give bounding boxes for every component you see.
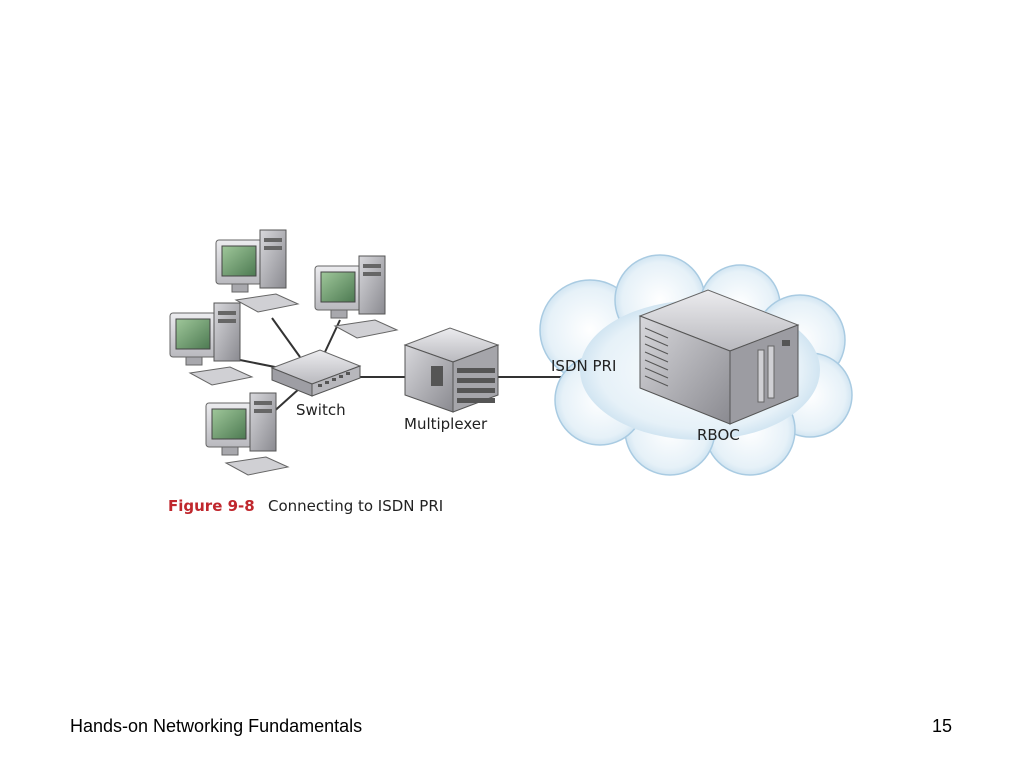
multiplexer-label: Multiplexer [404,415,488,433]
footer-title: Hands-on Networking Fundamentals [70,716,363,736]
rboc-server-icon [638,289,800,425]
multiplexer-icon [403,327,500,413]
figure-number: Figure 9-8 [168,497,255,515]
rboc-label: RBOC [697,426,740,444]
isdn-pri-label: ISDN PRI [551,357,616,375]
workstation-icon [215,229,300,313]
page-number: 15 [932,716,953,736]
switch-icon [270,349,362,397]
switch-label: Switch [296,401,346,419]
workstation-icon [169,302,254,386]
workstation-icon [314,255,399,339]
workstation-icon [205,392,290,476]
figure-caption: Connecting to ISDN PRI [268,497,443,515]
